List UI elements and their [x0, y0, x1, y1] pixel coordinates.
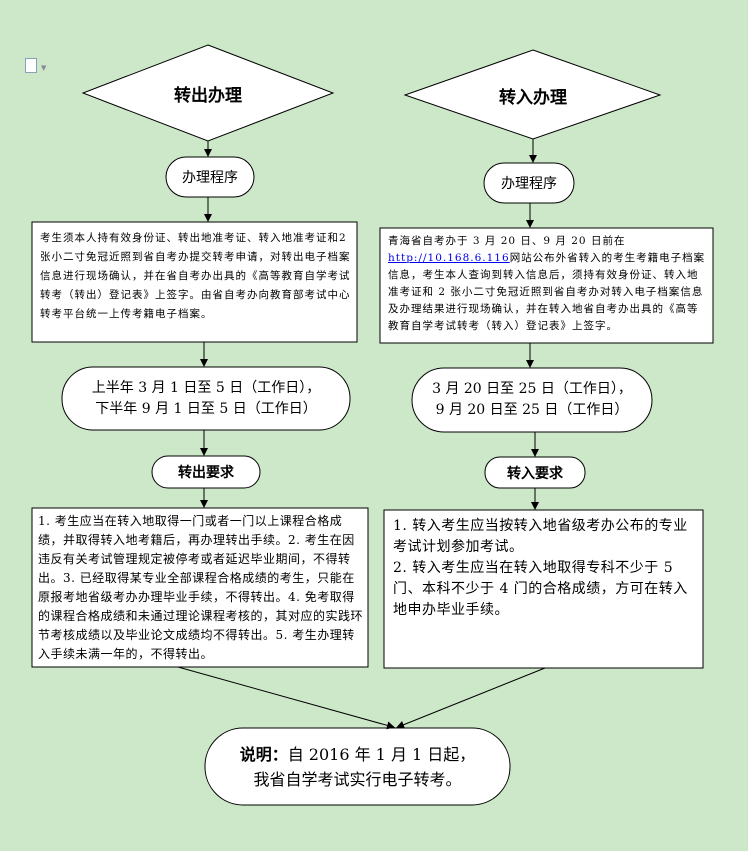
note-oval: [204, 727, 511, 806]
left-dates-oval: [61, 366, 351, 431]
left-requirements-text: 1. 考生应当在转入地取得一门或者一门以上课程合格成绩，并取得转入地考籍后，再办…: [38, 514, 364, 661]
left-requirements-pill: [151, 455, 261, 489]
left-procedure-label: 办理程序: [182, 170, 238, 186]
left-description-box: [31, 221, 358, 343]
dropdown-caret-icon[interactable]: ▼: [41, 64, 47, 72]
left-description-text: 考生须本人持有效身份证、转出地准考证、转入地准考证和2张小二寸免冠近照到省自考办…: [40, 232, 351, 320]
right-title: 转入办理: [499, 87, 567, 108]
left-date-line: 下半年 9 月 1 日至 5 日（工作日）: [95, 400, 317, 417]
right-requirements-title: 转入要求: [507, 465, 563, 482]
right-description-post: 网站公布外省转入的考生考籍电子档案信息，考生本人查询到转入信息后，须持有效身份证…: [388, 252, 706, 332]
website-link[interactable]: http://10.168.6.116: [388, 252, 510, 264]
right-description-box: [379, 227, 714, 344]
note-line2: 我省自学考试实行电子转考。: [253, 769, 462, 789]
right-requirements-text: 1. 转入考生应当按转入地省级考办公布的专业考试计划参加考试。 2. 转入考生应…: [393, 516, 698, 621]
right-requirements-box: [383, 509, 704, 669]
right-procedure-pill: [483, 162, 575, 204]
left-date-line: 上半年 3 月 1 日至 5 日（工作日），: [91, 379, 321, 396]
document-icon[interactable]: [25, 58, 37, 73]
left-dates: 上半年 3 月 1 日至 5 日（工作日）， 下半年 9 月 1 日至 5 日（…: [62, 367, 350, 430]
right-dates-oval: [411, 367, 653, 433]
note-label: 说明：: [239, 744, 288, 764]
right-requirement-item: 2. 转入考生应当在转入地取得专科不少于 5 门、本科不少于 4 门的合格成绩，…: [393, 560, 688, 618]
left-requirements-box: [31, 507, 369, 668]
right-date-line: 3 月 20 日至 25 日（工作日），: [432, 381, 632, 397]
right-dates: 3 月 20 日至 25 日（工作日）， 9 月 20 日至 25 日（工作日）: [412, 368, 652, 432]
left-title: 转出办理: [174, 85, 242, 106]
right-date-line: 9 月 20 日至 25 日（工作日）: [435, 402, 629, 418]
right-description-text: 青海省自考办于 3 月 20 日、9 月 20 日前在 http://10.168…: [388, 233, 708, 335]
left-requirements-title: 转出要求: [178, 465, 234, 481]
left-procedure-pill: [165, 156, 255, 198]
note-text: 说明：自 2016 年 1 月 1 日起， 我省自学考试实行电子转考。: [205, 728, 510, 805]
right-procedure-label: 办理程序: [501, 176, 557, 192]
note-line1: 自 2016 年 1 月 1 日起，: [287, 744, 476, 764]
right-description-pre: 青海省自考办于 3 月 20 日、9 月 20 日前在: [388, 235, 626, 247]
right-requirement-item: 1. 转入考生应当按转入地省级考办公布的专业考试计划参加考试。: [393, 518, 688, 555]
